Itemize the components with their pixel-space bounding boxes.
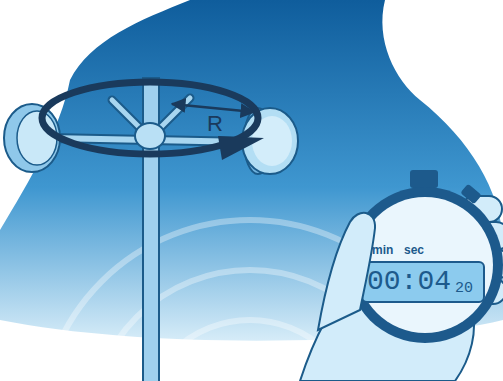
background-blob [0, 0, 503, 341]
radius-arrow [172, 104, 254, 112]
cup [4, 104, 60, 172]
hand [300, 196, 503, 381]
lcd-display [362, 262, 484, 302]
rotation-arrowhead [218, 136, 264, 160]
unit-label: min [372, 244, 393, 256]
unit-label: sec [404, 244, 424, 256]
radius-label: R [207, 113, 223, 135]
time-readout: 00:04 [367, 268, 451, 296]
time-readout: 20 [455, 281, 473, 296]
hub [135, 123, 165, 149]
thumb [318, 213, 375, 330]
